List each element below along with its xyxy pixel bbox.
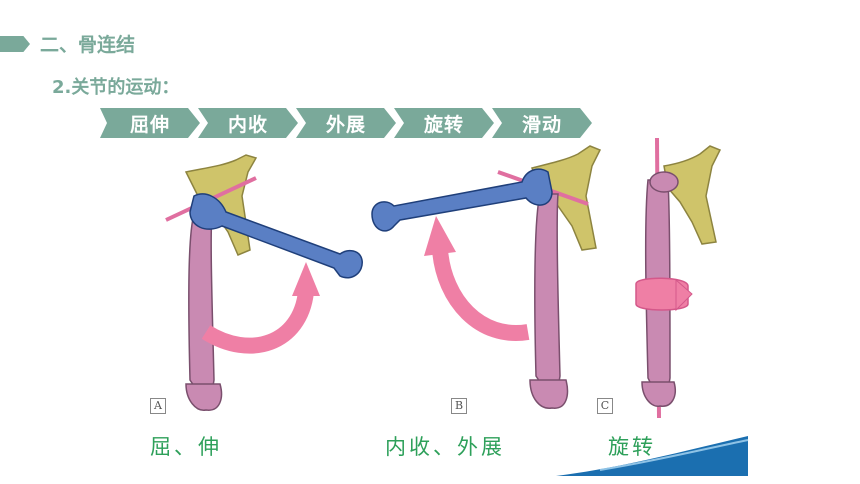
chevron-adduction: 内收	[198, 108, 298, 138]
humerus-vertical-b	[534, 193, 561, 389]
caption-flexion-extension: 屈、伸	[150, 435, 222, 459]
humerus-end-a	[185, 383, 223, 411]
panel-a-figure	[165, 154, 363, 411]
caption-rotation: 旋转	[608, 435, 656, 459]
chevron-gliding: 滑动	[492, 108, 592, 138]
decorative-wave	[556, 436, 748, 476]
arrow-a	[201, 290, 314, 354]
rotation-arrow-head-c	[675, 278, 693, 312]
humerus-end-b	[529, 379, 569, 409]
rotation-band-c	[635, 277, 689, 311]
movement-chevron-bar: 屈伸 内收 外展 旋转 滑动	[100, 108, 592, 138]
chevron-rotation: 旋转	[394, 108, 494, 138]
panel-c-figure	[635, 137, 722, 419]
section-title: 二、骨连结	[40, 34, 136, 56]
blue-bone-a	[189, 193, 363, 279]
chevron-abduction: 外展	[296, 108, 396, 138]
chevron-flexion-extension: 屈伸	[100, 108, 200, 138]
humerus-head-c	[649, 171, 679, 193]
humerus-vertical-a	[188, 213, 215, 393]
panel-label-a: A	[150, 398, 166, 414]
subtitle: 2.关节的运动：	[52, 77, 180, 98]
panel-label-c: C	[597, 398, 613, 414]
caption-adduction-abduction: 内收、外展	[385, 435, 505, 459]
decorative-wave-highlight	[599, 439, 749, 471]
arrow-head-a	[292, 262, 320, 296]
panel-label-b: B	[451, 398, 467, 414]
scapula-c	[663, 145, 722, 245]
arrow-head-b	[424, 216, 456, 256]
arrow-b	[432, 249, 530, 341]
humerus-end-c	[641, 381, 676, 407]
section-marker-arrow	[0, 36, 30, 52]
blue-bone-b	[371, 168, 553, 232]
panel-b-figure	[371, 145, 602, 409]
